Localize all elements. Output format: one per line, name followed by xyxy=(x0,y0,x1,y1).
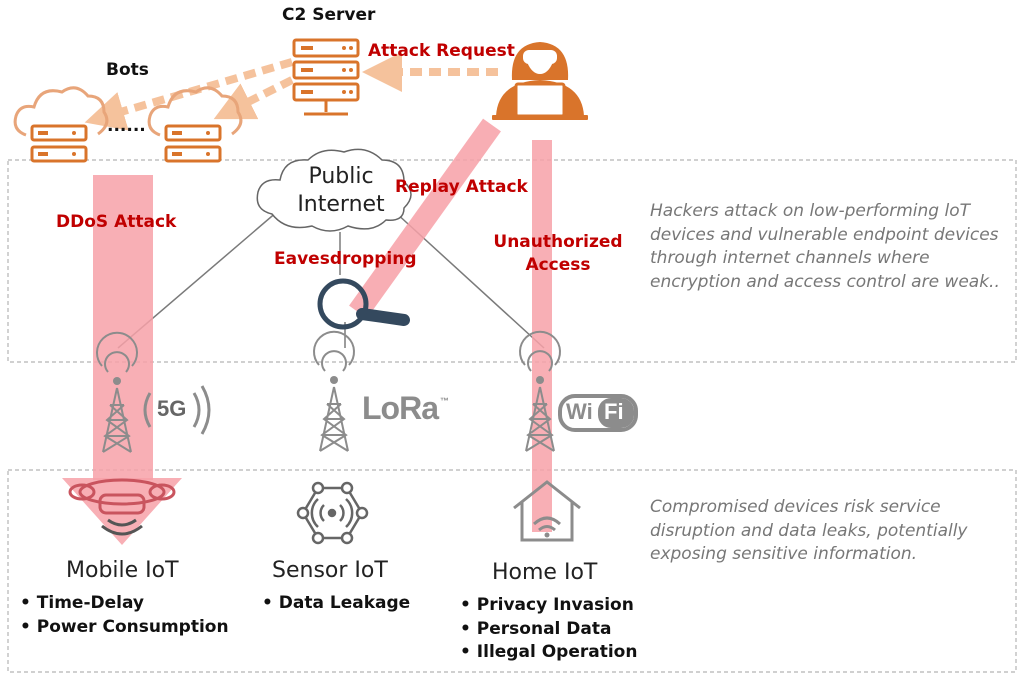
mobile-iot-risks: Time-Delay Power Consumption xyxy=(20,592,229,639)
risk-item: Illegal Operation xyxy=(460,641,638,665)
c2-server-icon xyxy=(292,38,360,116)
risk-item: Personal Data xyxy=(460,618,637,642)
bot-cloud-icon-2 xyxy=(147,86,243,163)
bots-label: Bots xyxy=(106,60,149,80)
wifi-label-wi: Wi xyxy=(566,399,593,424)
c2-to-bot1-arrow xyxy=(84,58,294,131)
sensor-iot-title: Sensor IoT xyxy=(272,558,388,583)
internet-cloud-icon xyxy=(256,148,412,232)
public-internet-label: Public Internet xyxy=(297,164,385,217)
c2-server-label: C2 Server xyxy=(282,5,376,25)
tower-5g-icon xyxy=(96,331,211,453)
command-arrows xyxy=(84,52,498,131)
mobile-iot-title: Mobile IoT xyxy=(66,558,179,583)
network-zone-description: Hackers attack on low-performing loT dev… xyxy=(650,201,1000,292)
sensor-iot-icon xyxy=(296,481,369,545)
ddos-beam xyxy=(93,175,153,480)
device-zone-description: Compromised devices risk service disrupt… xyxy=(650,497,968,564)
bot-cloud-icon-1 xyxy=(13,86,109,163)
risk-item: Privacy Invasion xyxy=(460,594,637,618)
risk-item: Data Leakage xyxy=(262,592,410,616)
ddos-attack-label: DDoS Attack xyxy=(56,212,177,232)
magnifier-icon xyxy=(317,278,410,330)
sensor-iot-risks: Data Leakage xyxy=(262,592,410,616)
tower-lora-icon xyxy=(313,330,355,452)
hacker-icon xyxy=(492,42,588,120)
attack-request-label: Attack Request xyxy=(368,41,515,61)
mobile-iot-icon xyxy=(68,478,176,536)
replay-beam xyxy=(349,118,501,319)
tower-wifi-icon xyxy=(519,330,638,452)
home-iot-icon xyxy=(513,480,581,542)
device-zone-box xyxy=(7,469,1017,673)
replay-attack-label: Replay Attack xyxy=(395,177,528,197)
risk-item: Time-Delay xyxy=(20,592,229,616)
risk-item: Power Consumption xyxy=(20,616,229,640)
unauthorized-beam xyxy=(532,140,552,532)
bots-ellipsis: ...... xyxy=(107,116,146,136)
home-iot-title: Home IoT xyxy=(492,560,598,585)
eavesdropping-label: Eavesdropping xyxy=(274,249,417,269)
lora-label: LoRa xyxy=(362,390,439,426)
five-g-label: 5G xyxy=(157,396,187,421)
lora-trademark: ™ xyxy=(440,396,449,406)
wifi-label-fi: Fi xyxy=(604,399,624,424)
home-iot-risks: Privacy Invasion Personal Data Illegal O… xyxy=(460,594,638,665)
network-zone-box xyxy=(7,159,1017,363)
unauthorized-access-label: Unauthorized Access xyxy=(493,232,623,275)
